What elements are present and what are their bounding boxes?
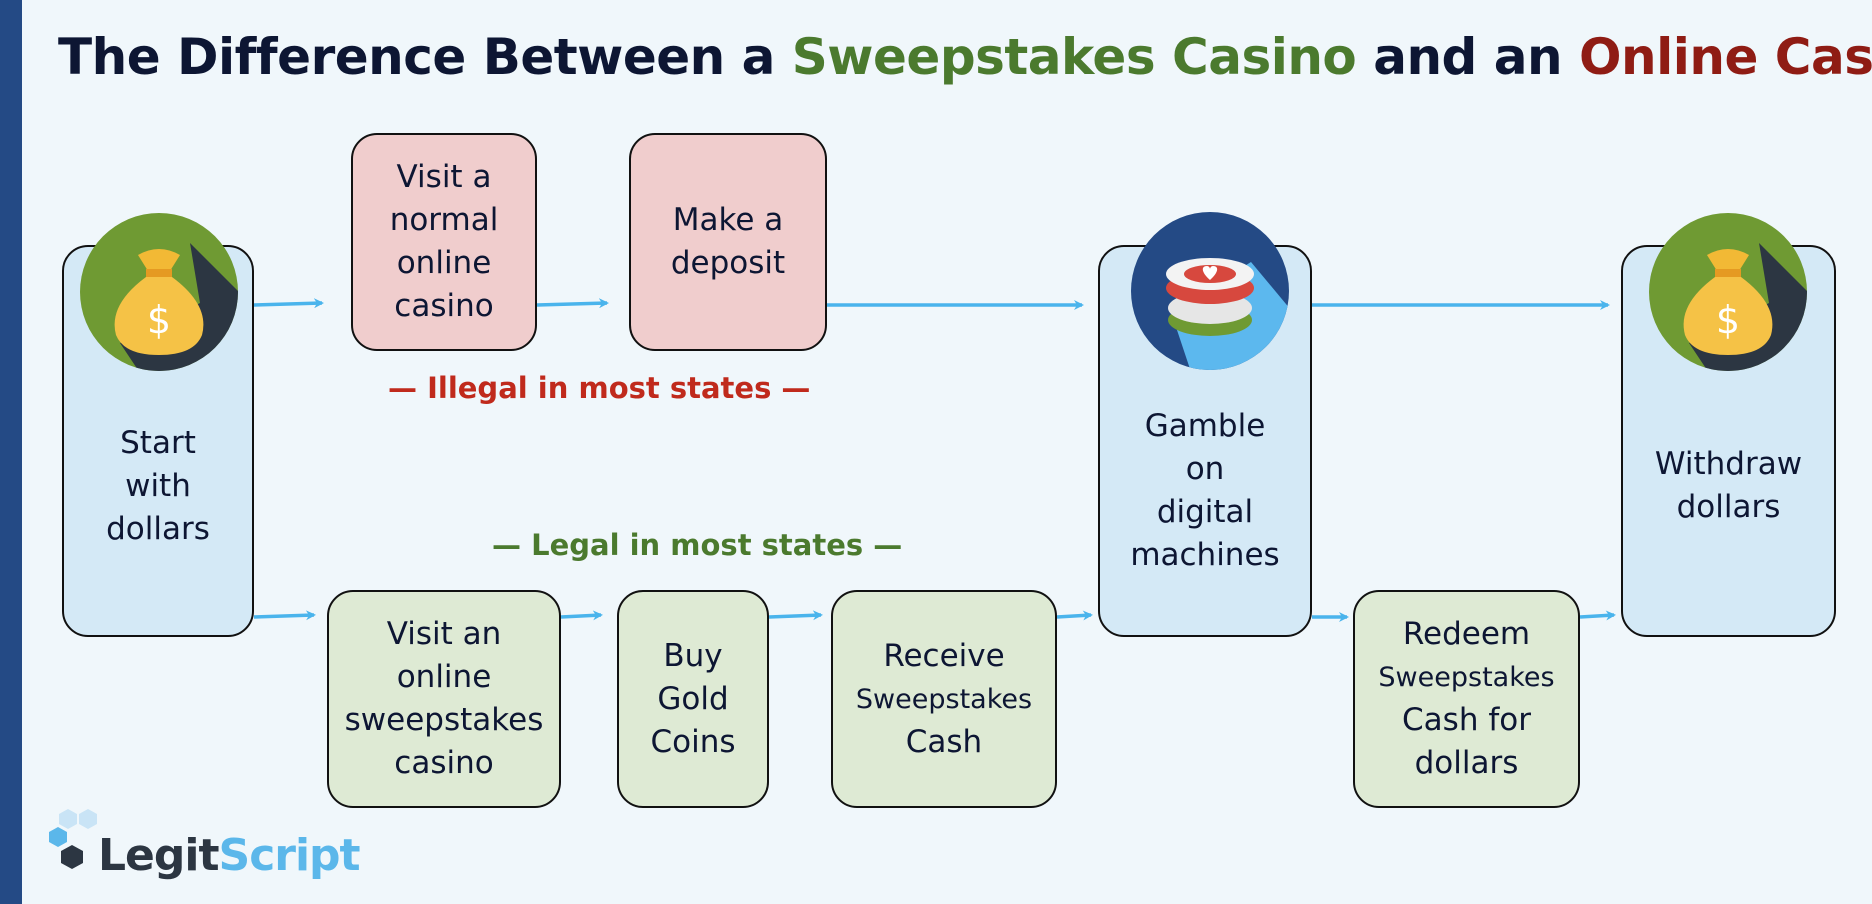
arrow-start-to-visit-sweeps	[253, 610, 316, 621]
arrow-start-to-visit-normal	[253, 298, 324, 309]
node-visit-normal-label: Visit a normal online casino	[389, 159, 499, 324]
money-bag-icon: $	[1649, 213, 1807, 371]
arrow-redeem-to-withdraw	[1579, 610, 1616, 621]
node-make-deposit: Make a deposit	[629, 133, 827, 351]
logo-part-2: Script	[218, 830, 361, 881]
node-visit-normal-casino: Visit a normal online casino	[351, 133, 537, 351]
node-deposit-label: Make a deposit	[670, 202, 786, 281]
title-sweepstakes-casino: Sweepstakes Casino	[791, 28, 1357, 86]
title-part-1: The Difference Between a	[58, 28, 792, 86]
node-receive-line-3: Cash	[905, 723, 983, 760]
node-buy-coins-label: Buy Gold Coins	[650, 637, 736, 760]
arrow-buy-to-receive	[768, 610, 823, 621]
node-receive-line-1: Receive	[883, 637, 1005, 674]
arrow-visit-sweeps-to-buy	[560, 610, 603, 621]
node-gamble-label: Gamble on digital machines	[1130, 408, 1280, 573]
left-accent-bar	[0, 0, 22, 904]
node-start-label: Start with dollars	[106, 424, 210, 547]
arrow-visit-normal-to-deposit	[536, 298, 609, 309]
svg-text:$: $	[1716, 298, 1740, 342]
node-redeem-line-1: Redeem	[1402, 616, 1531, 652]
node-visit-sweepstakes-casino: Visit an online sweepstakes casino	[327, 590, 561, 808]
node-withdraw-label: Withdraw dollars	[1654, 446, 1803, 525]
logo-wordmark: LegitScript	[98, 830, 361, 881]
node-receive-sweepstakes-cash: Receive Sweepstakes Cash	[831, 590, 1057, 808]
node-redeem-line-2: Sweepstakes	[1378, 662, 1555, 693]
page-title: The Difference Between a Sweepstakes Cas…	[58, 28, 1872, 86]
logo-part-1: Legit	[98, 830, 219, 881]
node-redeem-line-3: Cash for	[1402, 702, 1531, 738]
node-redeem-line-4: dollars	[1414, 745, 1519, 781]
node-receive-line-2: Sweepstakes	[855, 683, 1033, 715]
casino-chips-icon	[1131, 212, 1289, 370]
money-bag-icon: $	[80, 213, 238, 371]
title-part-3: and an	[1356, 28, 1579, 86]
title-online-casino: Online Casino	[1578, 28, 1872, 86]
node-visit-sweeps-label: Visit an online sweepstakes casino	[344, 616, 544, 781]
node-redeem-sweepstakes-cash: Redeem Sweepstakes Cash for dollars	[1353, 590, 1580, 808]
node-buy-gold-coins: Buy Gold Coins	[617, 590, 769, 808]
legal-note: — Legal in most states —	[492, 528, 903, 562]
arrow-receive-to-gamble	[1056, 610, 1093, 621]
legitscript-logo-icon	[49, 809, 97, 869]
svg-text:$: $	[147, 298, 171, 342]
illegal-note: — Illegal in most states —	[388, 371, 811, 405]
